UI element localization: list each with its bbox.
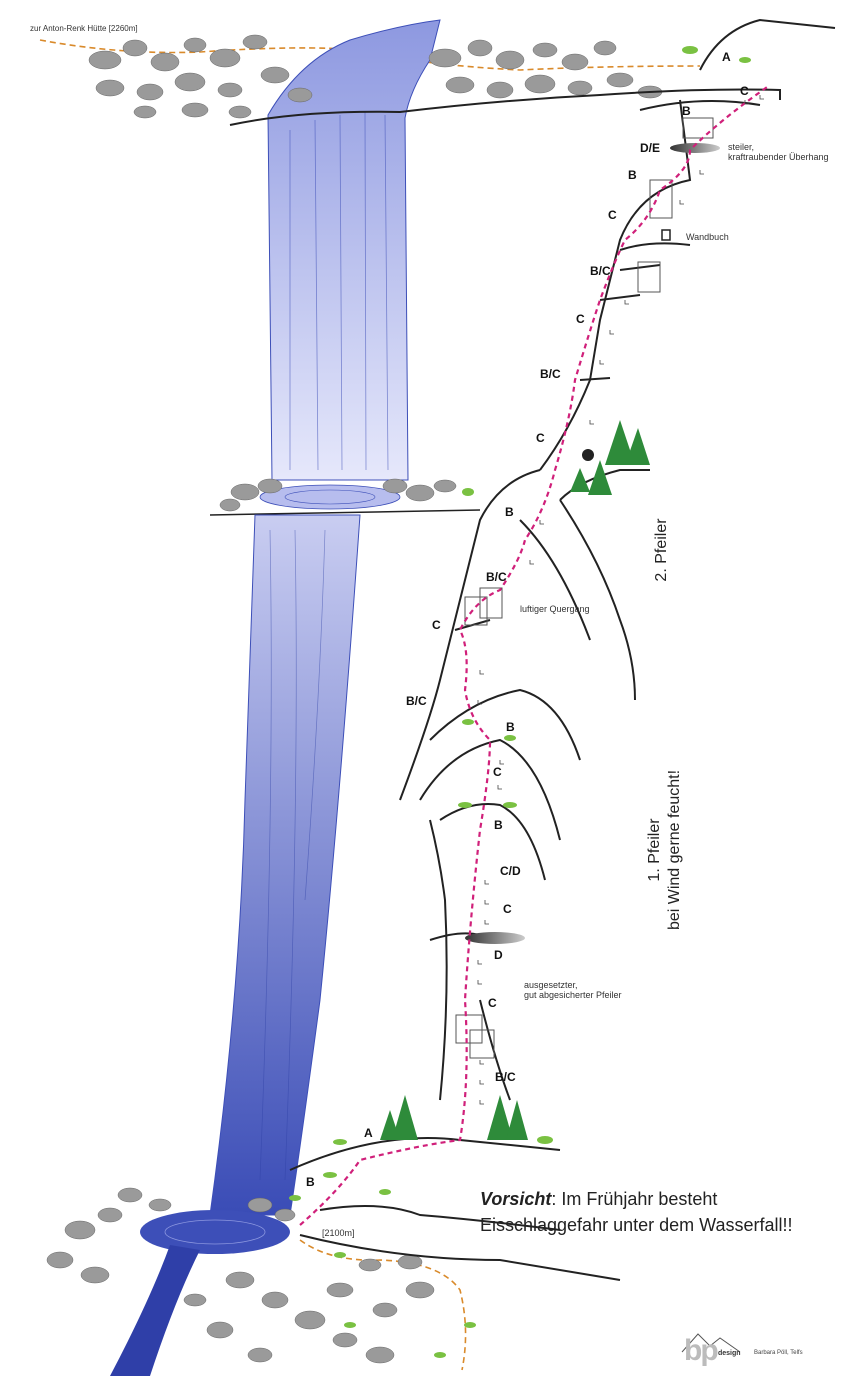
bottom-pool [47,1188,434,1376]
warning-line1-text: : Im Frühjahr besteht [551,1189,717,1209]
pillar-1-label: 1. Pfeiler bei Wind gerne feucht! [645,750,685,950]
grade-label: B/C [486,570,507,584]
grade-label: C [432,618,441,632]
grade-label: C [493,765,502,779]
grade-label: C [576,312,585,326]
grade-label: C/D [500,864,521,878]
warning-line2: Eisschlaggefahr unter dem Wasserfall!! [480,1212,792,1238]
grade-label: B/C [406,694,427,708]
lower-waterfall [210,515,360,1215]
warning-line1: Vorsicht: Im Frühjahr besteht [480,1186,792,1212]
elevation-start-label: [2100m] [322,1228,355,1238]
bolt-markers [478,95,764,1104]
grade-label: C [488,996,497,1010]
overhang-note-line1: steiler, [728,142,754,152]
rappel-marker-icon [582,449,594,461]
grade-label: C [536,431,545,445]
wall-book-label: Wandbuch [686,232,729,242]
grade-label: B [505,505,514,519]
hut-label: zur Anton-Renk Hütte [2260m] [30,24,138,34]
logo-bp: bp [684,1334,717,1368]
grade-label: B [682,104,691,118]
grade-label: D [494,948,503,962]
overhang-note-line2: kraftraubender Überhang [728,152,829,162]
logo-design: design [718,1350,741,1357]
grade-label: D/E [640,141,660,155]
grade-label: A [722,50,731,64]
summit-ridge [700,20,835,70]
exposed-pillar-note-line2: gut abgesicherter Pfeiler [524,990,622,1000]
pillar-1-title: 1. Pfeiler [645,750,665,950]
traverse-label: luftiger Quergang [520,604,590,614]
grade-label: B [506,720,515,734]
grade-label: B [306,1175,315,1189]
pillar-1-note: bei Wind gerne feucht! [665,750,685,950]
grade-label: C [740,84,749,98]
overhang-lower [465,932,525,944]
grade-label: B/C [540,367,561,381]
grade-label: A [364,1126,373,1140]
exposed-pillar-note-line1: ausgesetzter, [524,980,578,990]
grade-label: C [503,902,512,916]
warning-bold: Vorsicht [480,1189,551,1209]
grade-label: B [494,818,503,832]
wall-book-icon [662,230,670,240]
middle-pool [210,479,480,515]
designer-logo: bp design Barbara Pöll, Telfs [680,1330,820,1376]
grade-label: B [628,168,637,182]
grade-label: C [608,208,617,222]
logo-credit: Barbara Pöll, Telfs [754,1350,803,1356]
grade-label: B/C [495,1070,516,1084]
trees [380,420,650,1140]
pillar-2-label: 2. Pfeiler [652,510,672,590]
grade-label: B/C [590,264,611,278]
ice-fall-warning: Vorsicht: Im Frühjahr besteht Eisschlagg… [480,1186,792,1238]
